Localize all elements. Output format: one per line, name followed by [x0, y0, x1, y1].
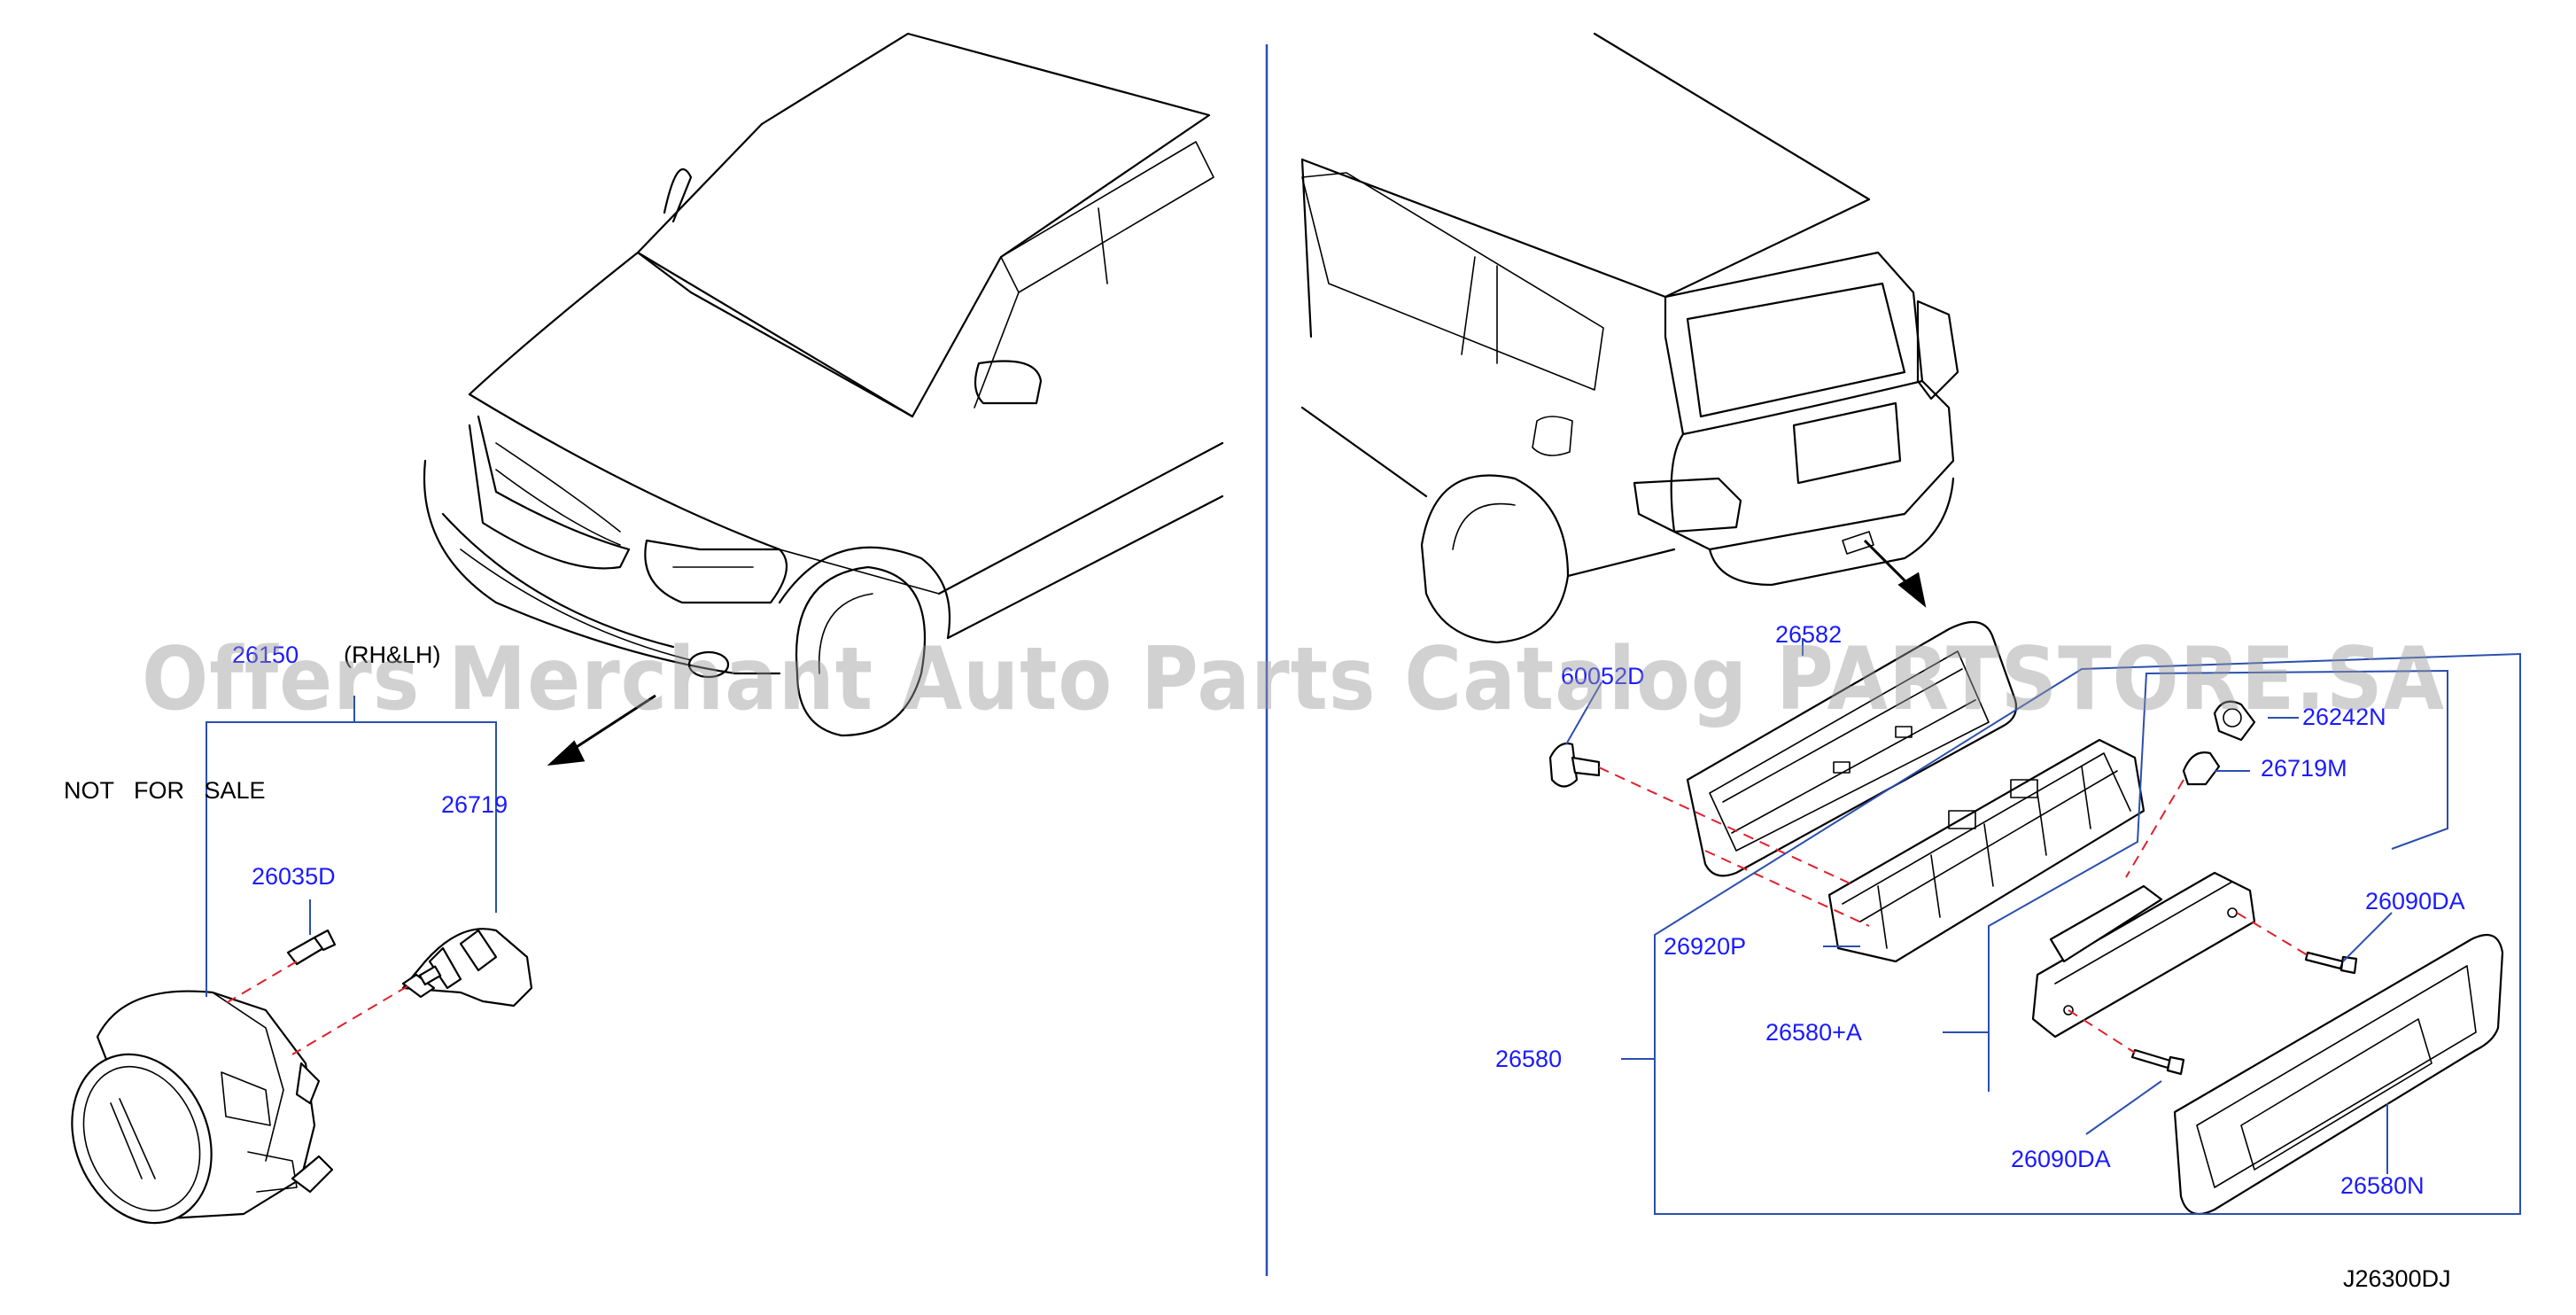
dash-screw-upper	[2236, 912, 2308, 956]
clip-60052D-drawing	[1548, 742, 1601, 788]
bulb-26719-drawing	[401, 928, 533, 1008]
fog-lamp-assembly	[71, 990, 334, 1225]
label-26719M: 26719M	[2261, 755, 2347, 782]
rear-vehicle-illustration	[1300, 32, 1959, 644]
label-rh-lh: (RH&LH)	[344, 642, 441, 668]
frame-26580	[1654, 652, 2521, 1215]
lens-26580N-drawing	[2173, 933, 2504, 1216]
left-dash-screw	[221, 961, 298, 1007]
label-26582: 26582	[1775, 621, 1842, 648]
screw-26035D-drawing	[286, 929, 337, 966]
label-26090DA-lower: 26090DA	[2011, 1146, 2111, 1172]
dash-bulb	[2125, 779, 2184, 878]
label-26242N: 26242N	[2302, 704, 2386, 730]
left-dash-bulb	[291, 985, 408, 1055]
bracket-26582-drawing	[1686, 620, 2018, 877]
dash-clip	[1598, 766, 1857, 887]
label-26150: 26150	[232, 642, 299, 668]
screw-26090DA-upper-drawing	[2304, 951, 2358, 975]
lamp-body-26580A-drawing	[2031, 871, 2256, 1039]
label-26090DA-upper: 26090DA	[2365, 888, 2465, 914]
label-26035D: 26035D	[252, 863, 336, 890]
socket-26242N-drawing	[2213, 700, 2256, 742]
label-26580A: 26580+A	[1765, 1019, 1862, 1046]
dash-housing	[1704, 850, 1870, 927]
screw-26090DA-lower-drawing	[2130, 1048, 2185, 1076]
bulb-26719M-drawing	[2182, 751, 2221, 786]
front-vehicle-illustration	[423, 32, 1224, 737]
left-locator-arrow	[566, 694, 656, 755]
diagram-code: J26300DJ	[2343, 1265, 2451, 1292]
label-26920P: 26920P	[1664, 933, 1746, 960]
left-bracket-leader	[206, 721, 497, 997]
label-26580: 26580	[1495, 1046, 1562, 1072]
label-26719: 26719	[441, 791, 508, 818]
label-60052D: 60052D	[1561, 663, 1645, 689]
watermark: Offers Merchant Auto Parts Catalog PARTS…	[142, 629, 2445, 730]
label-26580N: 26580N	[2340, 1172, 2425, 1199]
frame-26580A	[1988, 669, 2448, 1092]
dash-screw-lower	[2068, 1009, 2136, 1054]
not-for-sale-text: NOT FOR SALE	[64, 777, 266, 804]
housing-26920P-drawing	[1827, 738, 2145, 963]
